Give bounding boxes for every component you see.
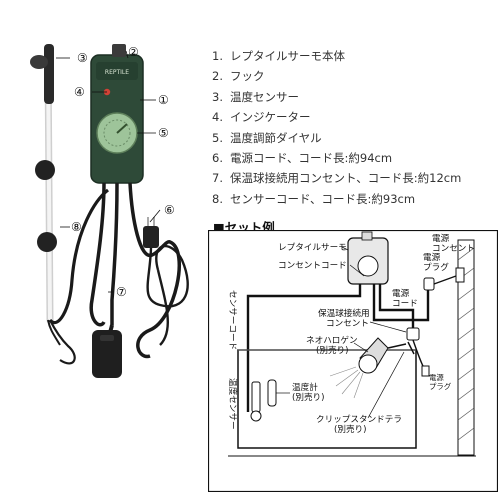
label-power-outlet: 電源 — [432, 233, 450, 244]
label-power-cord: 電源 — [392, 288, 410, 299]
diagram-heater-socket — [406, 327, 420, 341]
parts-list-item: 5.温度調節ダイヤル — [212, 130, 322, 145]
callout-8: ⑧ — [71, 220, 82, 234]
svg-text:REPTILE: REPTILE — [105, 69, 129, 76]
wall-outlet — [455, 267, 465, 283]
label-small-plug-2: プラグ — [429, 382, 452, 391]
label-thermometer-2: (別売り) — [292, 391, 325, 403]
parts-list-item: 7.保温球接続用コンセント、コード長:約12cm — [212, 171, 462, 186]
product-photo: REPTILE ③ ② ④ ① ⑤ ⑥ ⑧ ⑦ — [30, 44, 189, 378]
parts-list-item: 8.センサーコード、コード長:約93cm — [212, 191, 416, 206]
label-heat-outlet: 保温球接続用 — [318, 307, 370, 319]
sucker-mid — [35, 160, 55, 180]
label-sensor-cord: センサーコード — [227, 290, 238, 350]
sucker-low — [37, 232, 57, 252]
parts-list-item: 6.電源コード、コード長:約94cm — [212, 151, 393, 166]
diagram-temp-sensor — [251, 381, 261, 413]
callout-5: ⑤ — [158, 126, 169, 140]
callout-3: ③ — [77, 51, 88, 65]
callout-2: ② — [128, 45, 139, 59]
label-neo-halogen-2: (別売り) — [316, 344, 349, 356]
parts-list-item: 2.フック — [212, 69, 265, 84]
callout-1: ① — [158, 93, 169, 107]
label-heat-outlet-2: コンセント — [326, 318, 369, 329]
label-clip-stand-2: (別売り) — [334, 423, 367, 435]
parts-list-item: 4.インジケーター — [212, 110, 311, 125]
temp-sensor-tip — [44, 44, 54, 104]
callout-6: ⑥ — [164, 203, 175, 217]
label-clip-stand: クリップスタンドテラ — [316, 414, 402, 425]
label-thermometer: 温度計 — [292, 381, 318, 393]
power-plug — [143, 226, 159, 248]
setup-diagram: レプタイルサーモ コンセントコード 電源 コンセント 電源 プラグ 電源 コード… — [208, 230, 498, 492]
callout-4: ④ — [74, 85, 85, 99]
heater-socket — [92, 330, 122, 378]
hook — [112, 44, 126, 57]
parts-list: 1.レプタイルサーモ本体 2.フック 3.温度センサー 4.インジケーター 5.… — [212, 46, 461, 209]
label-power-cord-2: コード — [392, 299, 418, 309]
parts-list-item: 3.温度センサー — [212, 89, 299, 104]
sucker-top — [30, 55, 48, 69]
label-thermo: レプタイルサーモ — [278, 242, 347, 253]
label-small-plug: 電源 — [429, 373, 444, 382]
label-neo-halogen: ネオハロゲン — [306, 334, 358, 346]
callout-7: ⑦ — [116, 285, 127, 299]
label-power-outlet-2: コンセント — [432, 243, 475, 254]
parts-list-item: 1.レプタイルサーモ本体 — [212, 49, 345, 63]
label-outlet-cord: コンセントコード — [278, 260, 347, 271]
label-power-plug-2: プラグ — [423, 261, 449, 273]
label-power-plug: 電源 — [423, 252, 441, 263]
diagram-thermometer — [267, 379, 277, 407]
label-temp-sensor: 温度センサー — [227, 378, 239, 430]
